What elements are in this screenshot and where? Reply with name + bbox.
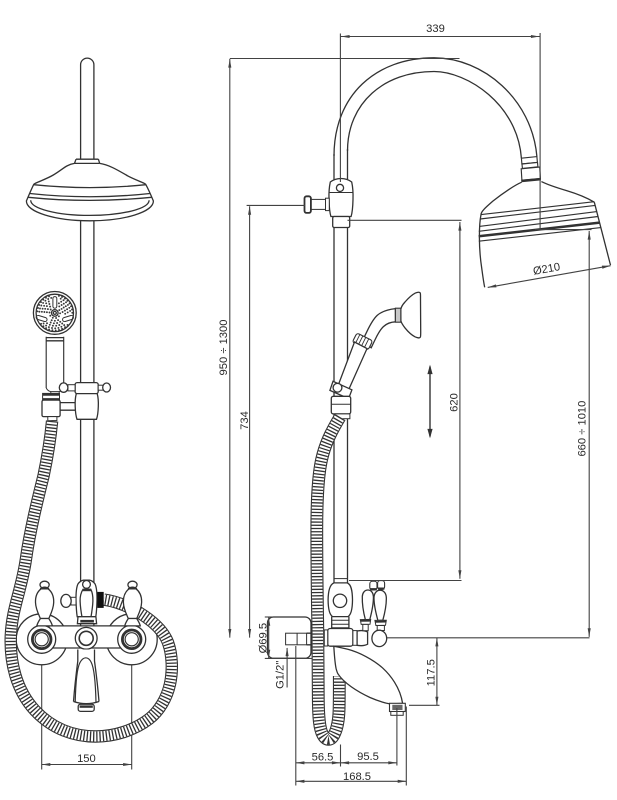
svg-text:117.5: 117.5: [426, 659, 438, 686]
svg-text:734: 734: [239, 411, 251, 430]
svg-text:660 ÷ 1010: 660 ÷ 1010: [577, 401, 589, 457]
svg-text:339: 339: [426, 23, 445, 35]
svg-text:Ø210: Ø210: [532, 261, 561, 278]
svg-text:620: 620: [449, 393, 461, 412]
svg-text:950 ÷ 1300: 950 ÷ 1300: [218, 320, 230, 376]
svg-text:Ø69.5: Ø69.5: [258, 623, 270, 653]
svg-text:168.5: 168.5: [343, 771, 371, 783]
svg-text:95.5: 95.5: [357, 751, 379, 763]
svg-text:56.5: 56.5: [312, 751, 334, 763]
svg-text:G1/2": G1/2": [275, 661, 287, 689]
svg-text:150: 150: [77, 753, 96, 765]
